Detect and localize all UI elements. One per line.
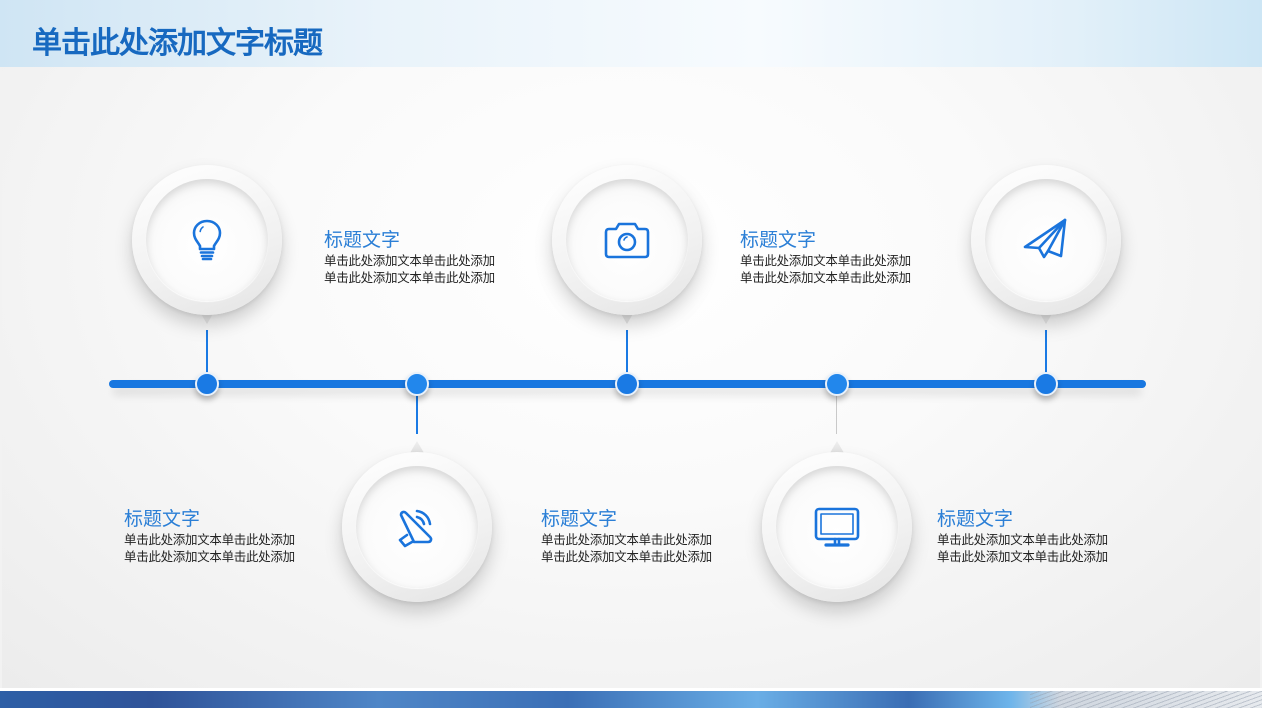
connector-3	[626, 330, 628, 380]
monitor-icon	[814, 507, 860, 547]
milestone-2-text: 标题文字 单击此处添加文本单击此处添加 单击此处添加文本单击此处添加	[124, 507, 334, 565]
speaker-icon	[398, 509, 433, 548]
milestone-title[interactable]: 标题文字	[937, 508, 1014, 530]
timeline-node-3[interactable]	[615, 372, 639, 396]
ring-inner	[776, 466, 898, 588]
ring-inner	[356, 466, 478, 588]
milestone-desc-line[interactable]: 单击此处添加文本单击此处添加	[124, 532, 295, 547]
milestone-2-ring[interactable]	[342, 452, 492, 602]
timeline-node-2[interactable]	[405, 372, 429, 396]
milestone-1-ring[interactable]	[132, 165, 282, 315]
title-bar: 单击此处添加文字标题	[0, 0, 1262, 67]
milestone-desc-line[interactable]: 单击此处添加文本单击此处添加	[541, 549, 712, 564]
paper-plane-icon	[1023, 218, 1067, 259]
connector-4	[836, 388, 837, 434]
milestone-title[interactable]: 标题文字	[324, 229, 401, 251]
milestone-title[interactable]: 标题文字	[541, 508, 618, 530]
milestone-desc-line[interactable]: 单击此处添加文本单击此处添加	[740, 270, 911, 285]
footer-sky-banner	[0, 691, 1262, 708]
milestone-4-ring[interactable]	[762, 452, 912, 602]
camera-icon	[604, 222, 650, 259]
milestone-desc-line[interactable]: 单击此处添加文本单击此处添加	[124, 549, 295, 564]
milestone-title[interactable]: 标题文字	[740, 229, 817, 251]
milestone-title[interactable]: 标题文字	[124, 508, 201, 530]
milestone-desc-line[interactable]: 单击此处添加文本单击此处添加	[740, 253, 911, 268]
milestone-desc-line[interactable]: 单击此处添加文本单击此处添加	[324, 270, 495, 285]
milestone-desc-line[interactable]: 单击此处添加文本单击此处添加	[937, 532, 1108, 547]
ring-inner	[146, 179, 268, 301]
timeline-node-4[interactable]	[825, 372, 849, 396]
milestone-3-ring[interactable]	[552, 165, 702, 315]
milestone-desc-line[interactable]: 单击此处添加文本单击此处添加	[541, 532, 712, 547]
connector-5	[1045, 330, 1047, 380]
slide-title[interactable]: 单击此处添加文字标题	[32, 26, 323, 61]
ring-inner	[566, 179, 688, 301]
lightbulb-icon	[192, 219, 222, 261]
milestone-3-text: 标题文字 单击此处添加文本单击此处添加 单击此处添加文本单击此处添加	[740, 228, 950, 286]
milestone-5-text: 标题文字 单击此处添加文本单击此处添加 单击此处添加文本单击此处添加	[937, 507, 1147, 565]
footer-building-pattern	[1030, 691, 1262, 708]
milestone-desc-line[interactable]: 单击此处添加文本单击此处添加	[937, 549, 1108, 564]
timeline-node-1[interactable]	[195, 372, 219, 396]
milestone-1-text: 标题文字 单击此处添加文本单击此处添加 单击此处添加文本单击此处添加	[324, 228, 534, 286]
footer-divider	[0, 688, 1262, 691]
timeline-node-5[interactable]	[1034, 372, 1058, 396]
milestone-4-text: 标题文字 单击此处添加文本单击此处添加 单击此处添加文本单击此处添加	[541, 507, 751, 565]
connector-2	[416, 388, 418, 434]
connector-1	[206, 330, 208, 380]
milestone-desc-line[interactable]: 单击此处添加文本单击此处添加	[324, 253, 495, 268]
ring-inner	[985, 179, 1107, 301]
milestone-5-ring[interactable]	[971, 165, 1121, 315]
